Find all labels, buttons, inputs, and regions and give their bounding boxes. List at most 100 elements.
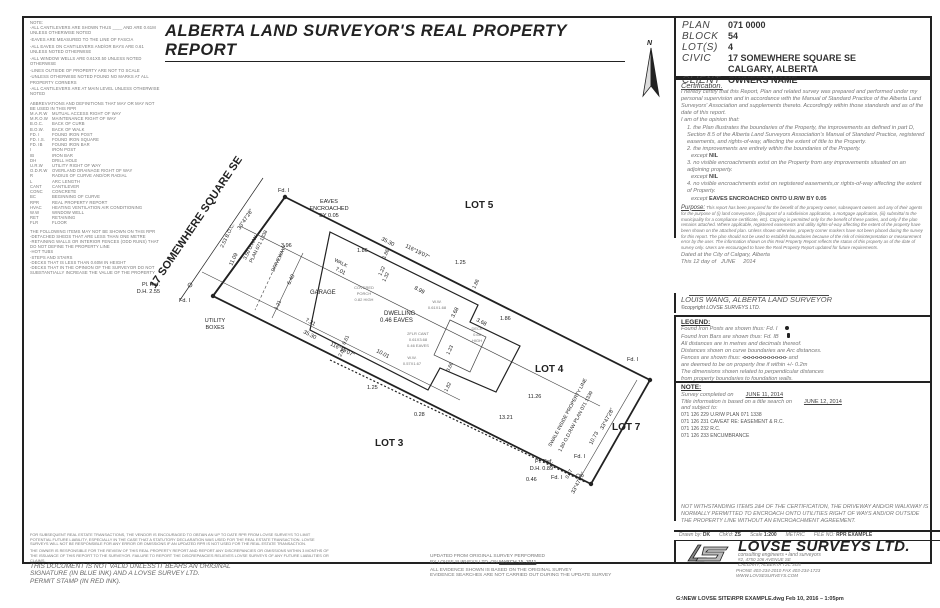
lot-3-label: LOT 3	[375, 438, 404, 449]
legend-perp: The dimensions shown related to perpendi…	[681, 369, 824, 375]
legend-perp-2: from property boundaries to foundation w…	[681, 376, 793, 382]
utility-boxes-label: UTILITY	[205, 318, 226, 324]
drawing-info-bar: Drawn by: DK Chk'd: ZS Scale 1:200 METRI…	[674, 530, 940, 541]
window-well-label: W.W.	[407, 355, 416, 360]
window-well-label: W.W.	[432, 299, 441, 304]
purpose-text: Purpose: This report has been prepared f…	[681, 205, 927, 251]
certification-item-3: 3. no visible encroachments exist on the…	[687, 160, 906, 174]
legend-metres: All distances are in metres and decimals…	[681, 341, 802, 347]
abbr-key: RPR	[30, 199, 40, 205]
dimension: 8.99	[413, 285, 425, 295]
dimension: 1.25	[455, 260, 466, 266]
abbr-value: FOUND IRON POST	[52, 131, 93, 137]
eaves-encroached-label: BY 0.05	[319, 213, 338, 219]
driveway-label: DRIVEWAY	[270, 246, 287, 273]
dimension: 7.01	[334, 266, 346, 276]
copyright: ©copyright LOVSE SURVEYS LTD.	[681, 305, 761, 311]
eaves-encroached-label: ENCROACHED	[309, 206, 348, 212]
fd-i-label: Fd. I	[278, 188, 289, 194]
utility-boxes-label: BOXES	[206, 325, 225, 331]
dimension: 1.82	[443, 381, 453, 393]
plan-label: PLAN	[682, 20, 711, 31]
dimension: 1.25	[367, 385, 378, 391]
boc-label: 2.53 B.O.C.	[219, 223, 236, 249]
abbr-value: RETAINING	[52, 215, 76, 221]
note-item: -UNLESS OTHERWISE NOTED FOUND NO MARKS A…	[30, 74, 149, 85]
excluded-heading: THE FOLLOWING ITEMS MAY NOT BE SHOWN ON …	[30, 228, 156, 234]
note-item: -ALL WINDOW WELLS ARE 0.61X0.50 UNLESS N…	[30, 55, 142, 66]
validity-line: PERMIT STAMP (IN RED INK).	[30, 577, 121, 585]
survey-completed-label: Survey completed on	[681, 391, 734, 398]
instrument: 071 126 231 CAVEAT RE: EASEMENT & R.C.	[681, 418, 785, 425]
plan-ref-label: D.H. 2.55	[137, 289, 160, 295]
validity-notice: THIS DOCUMENT IS NOT VALID UNLESS IT BEA…	[30, 563, 231, 585]
abbr-key: Fd. IB	[30, 142, 43, 148]
page-border	[22, 16, 932, 564]
company-phone: PHONE 403-234-2010 FAX 403-234-1723	[736, 568, 821, 573]
company-name: LOVSE SURVEYS LTD.	[738, 538, 911, 555]
lots-label: LOT(S)	[682, 42, 718, 53]
iron-post-icon	[210, 293, 216, 299]
certification-item-4: 4. no visible encroachments exist on reg…	[687, 181, 922, 195]
abbr-key: I	[30, 147, 32, 153]
deck-label: DECK	[471, 326, 482, 331]
certification-item-1: 1. the Plan illustrates the boundaries o…	[687, 124, 925, 145]
civic-city: CALGARY, ALBERTA	[728, 64, 819, 74]
abbreviations-heading: ABBREVIATIONS AND DEFINITIONS THAT MAY O…	[30, 100, 155, 111]
disclaimer-2: THE OWNER IS RESPONSIBLE FOR THE REVIEW …	[30, 548, 329, 563]
survey-completed-date: JUNE 11, 2014	[745, 391, 784, 398]
instrument: 071 126 229 U.R/W PLAN 071 1338	[681, 412, 762, 419]
dimension: 7.21	[304, 317, 316, 327]
walk-label: WALK	[333, 257, 349, 269]
excluded-item: -STEPS AND STAIRS	[30, 254, 73, 260]
instrument: 071 126 232 R.C.	[681, 425, 721, 432]
dimension: 3.68	[475, 317, 487, 327]
file-label: FILE NO:	[813, 532, 835, 538]
iron-post-icon	[647, 377, 653, 383]
certification-item-2: 2. the improvements are entirely within …	[687, 145, 861, 152]
update-notice: UPDATED FROM ORIGINAL SURVEY PERFORMED B…	[430, 554, 611, 579]
surveyor-name: LOUIS WANG, ALBERTA LAND SURVEYOR	[681, 295, 833, 304]
dimension: 2.00	[337, 346, 347, 358]
block-value: 54	[728, 31, 739, 41]
note-item: -ALL CANTILEVERS ARE SHOWN THUS ____ AND…	[30, 25, 156, 36]
company-website: WWW.LOVSESURVEYS.COM	[736, 573, 799, 578]
legend-posts: Found Iron Posts are shown thus: Fd. I	[681, 326, 778, 332]
legend-arc: Distances shown on curve boundaries are …	[681, 348, 822, 354]
excluded-item: -DETACHED SHEDS THAT ARE LESS THAN ONE M…	[30, 233, 146, 239]
update-line: EVIDENCE SEARCHES ARE NOT CARRIED OUT DU…	[430, 573, 612, 579]
note-heading: NOTE:	[681, 384, 702, 391]
dwelling-outline	[309, 231, 521, 393]
note-item: -ALL CANTILEVERS ARE AT MAIN LEVEL UNLES…	[30, 86, 160, 97]
certification-panel: Certification. I hereby certify that thi…	[674, 78, 932, 265]
update-line: UPDATED FROM ORIGINAL SURVEY PERFORMED	[430, 554, 545, 559]
dimension: 1.21	[273, 299, 283, 311]
abbr-key: M.A.R.W	[30, 111, 48, 117]
abbr-key: O.D.R.W	[30, 168, 48, 174]
abbr-value: FOUND IRON SQUARE	[52, 137, 100, 143]
dimension: 10.01	[375, 348, 390, 360]
abbr-value: REAL PROPERTY REPORT	[52, 199, 108, 205]
plan-ref-label: Pl. Ref.	[142, 282, 161, 288]
client-label: CLIENT	[682, 75, 721, 86]
legend-panel: LEGEND: Found Iron Posts are shown thus:…	[674, 315, 932, 382]
abbr-key: RET	[30, 215, 39, 221]
dimension: 1.22	[377, 265, 387, 277]
covered-porch-label: COVERED	[354, 285, 374, 290]
dimension: 3.66	[445, 361, 455, 373]
iron-post-icon	[588, 481, 594, 487]
disclaimers: FOR SUBSEQUENT REAL ESTATE TRANSACTIONS,…	[30, 532, 330, 565]
dimension: 1.32	[381, 271, 391, 283]
note-item: -EAVES ARE MEASURED TO THE LINE OF FASCI…	[30, 37, 134, 43]
dimension: 3.68	[450, 307, 460, 319]
dimension: 13.21	[499, 415, 513, 421]
abbr-key: U.R.W	[30, 163, 43, 169]
front-bearing: 33°47'28"	[237, 208, 255, 231]
company-tagline: consulting engineers • land surveyors	[738, 552, 821, 558]
update-date: MARCH 15, 2011	[499, 559, 537, 565]
fd-i-label: Fd. I	[574, 454, 585, 460]
dimension: 1.86	[357, 248, 368, 254]
except-label: except	[691, 152, 708, 159]
abbr-value: FLOOR	[52, 220, 67, 226]
